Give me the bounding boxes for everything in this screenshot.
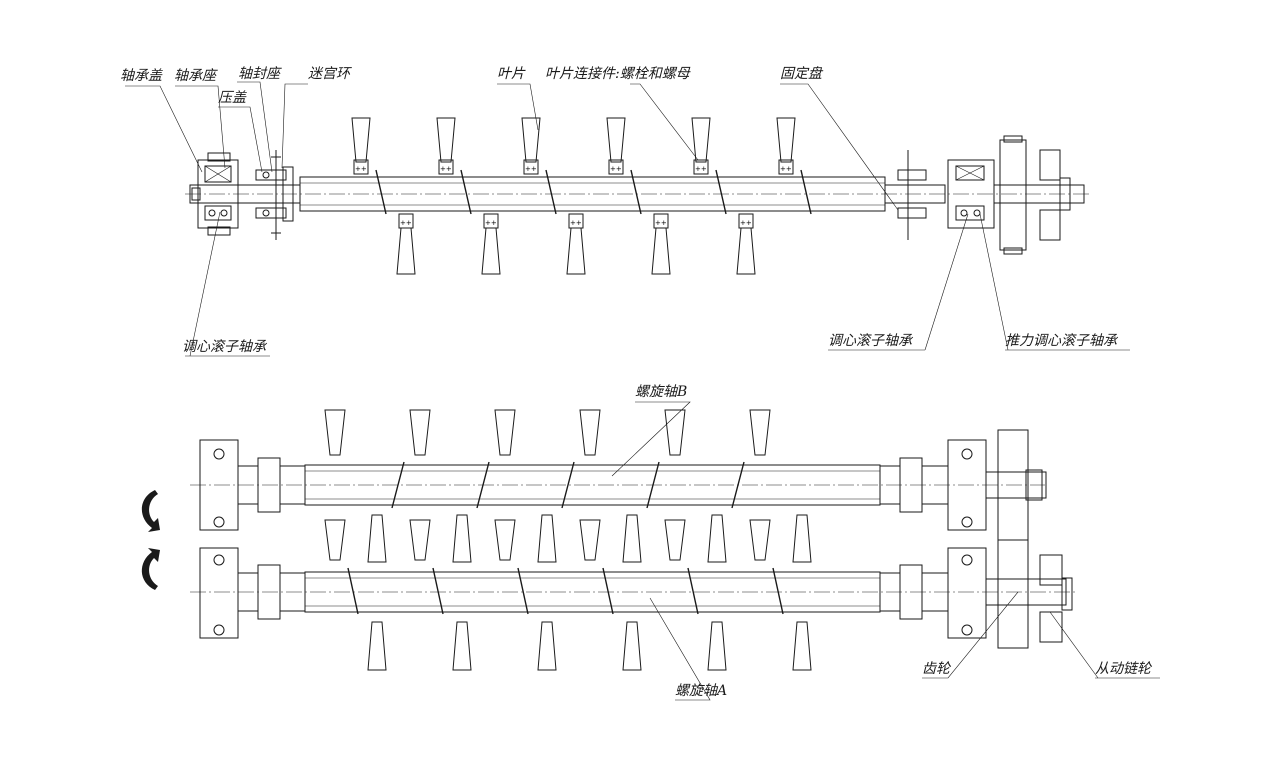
svg-text:++: ++ xyxy=(355,165,367,173)
label-driven-sprocket: 从动链轮 xyxy=(1095,661,1153,677)
top-leader-lines xyxy=(125,81,1130,357)
top-right-end-assembly xyxy=(884,135,1085,255)
label-screw-shaft-b: 螺旋轴B xyxy=(635,384,687,400)
bottom-leader-lines xyxy=(611,401,1160,701)
top-left-bearing-housing xyxy=(191,152,239,236)
label-thrust-self-aligning-bearing: 推力调心滚子轴承 xyxy=(1005,333,1119,349)
label-bearing-cover: 轴承盖 xyxy=(120,68,163,84)
svg-text:++: ++ xyxy=(485,219,497,227)
label-labyrinth-ring: 迷宫环 xyxy=(308,66,352,82)
label-fixed-plate: 固定盘 xyxy=(780,66,824,82)
label-bearing-seat: 轴承座 xyxy=(174,68,218,84)
top-left-seal-assembly xyxy=(255,150,294,240)
svg-text:++: ++ xyxy=(655,219,667,227)
screw-shaft-a xyxy=(190,519,1075,671)
label-blade-connector: 叶片连接件:螺栓和螺母 xyxy=(545,66,691,82)
label-screw-shaft-a: 螺旋轴A xyxy=(675,683,727,699)
svg-text:++: ++ xyxy=(695,165,707,173)
label-blade: 叶片 xyxy=(497,66,526,82)
curved-arrow-counterclockwise-icon xyxy=(141,548,160,590)
top-blade-connectors xyxy=(375,169,812,215)
label-shaft-seal-seat: 轴封座 xyxy=(238,66,282,82)
svg-text:++: ++ xyxy=(440,165,452,173)
label-gland: 压盖 xyxy=(218,90,247,106)
top-blades-upper: ++ ++ ++ ++ ++ xyxy=(351,117,796,175)
svg-text:++: ++ xyxy=(740,219,752,227)
svg-text:++: ++ xyxy=(400,219,412,227)
top-shaft-view: ++ ++ ++ ++ ++ xyxy=(185,117,1090,275)
curved-arrow-clockwise-icon xyxy=(141,490,160,532)
svg-text:++: ++ xyxy=(610,165,622,173)
svg-text:++: ++ xyxy=(570,219,582,227)
label-self-aligning-bearing-left: 调心滚子轴承 xyxy=(182,339,268,355)
svg-text:++: ++ xyxy=(780,165,792,173)
label-gear: 齿轮 xyxy=(922,661,952,677)
label-self-aligning-bearing-right: 调心滚子轴承 xyxy=(828,333,914,349)
top-blades-lower: ++ ++ ++ ++ ++ xyxy=(396,213,756,275)
svg-text:++: ++ xyxy=(525,165,537,173)
screw-shaft-b xyxy=(190,409,1047,563)
